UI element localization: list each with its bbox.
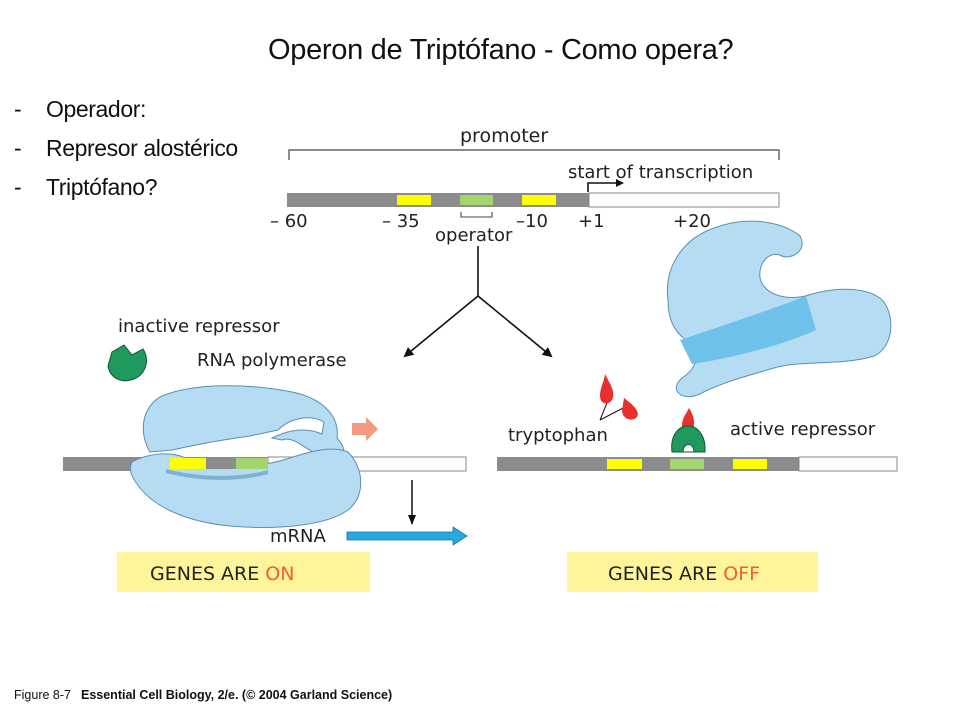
inactive-repressor-icon	[107, 344, 147, 382]
genes-off-box	[567, 552, 818, 592]
bullet-list: -Operador: -Represor alostérico -Triptóf…	[14, 96, 238, 213]
position-minus-60: – 60	[270, 211, 308, 232]
figure-number: Figure 8-7	[14, 688, 71, 702]
position-minus-35: – 35	[382, 211, 420, 232]
bullet-dash: -	[14, 174, 22, 200]
active-repressor-label: active repressor	[730, 419, 876, 440]
position-plus-1: +1	[578, 211, 605, 232]
position-minus-10: –10	[516, 211, 548, 232]
promoter-label: promoter	[460, 125, 548, 147]
position-plus-20: +20	[673, 211, 711, 232]
tryptophan-label: tryptophan	[508, 425, 608, 446]
inactive-repressor-label: inactive repressor	[118, 316, 280, 337]
tryptophan-icon	[600, 374, 614, 404]
rna-polymerase-released-icon	[666, 220, 892, 398]
forward-arrow-icon	[352, 417, 378, 441]
mrna-label: mRNA	[270, 526, 327, 547]
promoter-bracket	[288, 149, 780, 160]
genes-on-box	[117, 552, 370, 592]
figure-caption: Figure 8-7 Essential Cell Biology, 2/e. (…	[14, 688, 392, 702]
split-arrows	[403, 246, 553, 358]
mrna-arrow-icon	[346, 526, 468, 546]
genes-off-label: GENES ARE OFF	[608, 563, 760, 585]
start-of-transcription-label: start of transcription	[568, 162, 753, 183]
bullet-dash: -	[14, 135, 22, 161]
slide-title: Operon de Triptófano - Como opera?	[268, 34, 734, 66]
top-dna-strand	[287, 192, 780, 208]
bullet-item: -Represor alostérico	[14, 135, 238, 174]
rna-polymerase-icon	[129, 385, 362, 528]
operator-label: operator	[435, 225, 513, 246]
bullet-text: Represor alostérico	[46, 135, 238, 161]
genes-on-label: GENES ARE ON	[150, 563, 294, 585]
bullet-text: Triptófano?	[46, 174, 158, 200]
tryptophan-icon	[622, 398, 638, 420]
bullet-text: Operador:	[46, 96, 146, 122]
transcription-start-arrow	[587, 179, 624, 192]
active-repressor-icon	[671, 425, 706, 453]
figure-source: Essential Cell Biology, 2/e. (© 2004 Gar…	[80, 688, 393, 702]
bullet-item: -Triptófano?	[14, 174, 238, 213]
right-dna-strand	[497, 456, 898, 472]
operator-bracket	[460, 212, 493, 218]
rna-polymerase-label: RNA polymerase	[197, 350, 347, 371]
bullet-item: -Operador:	[14, 96, 238, 135]
bullet-dash: -	[14, 96, 22, 122]
